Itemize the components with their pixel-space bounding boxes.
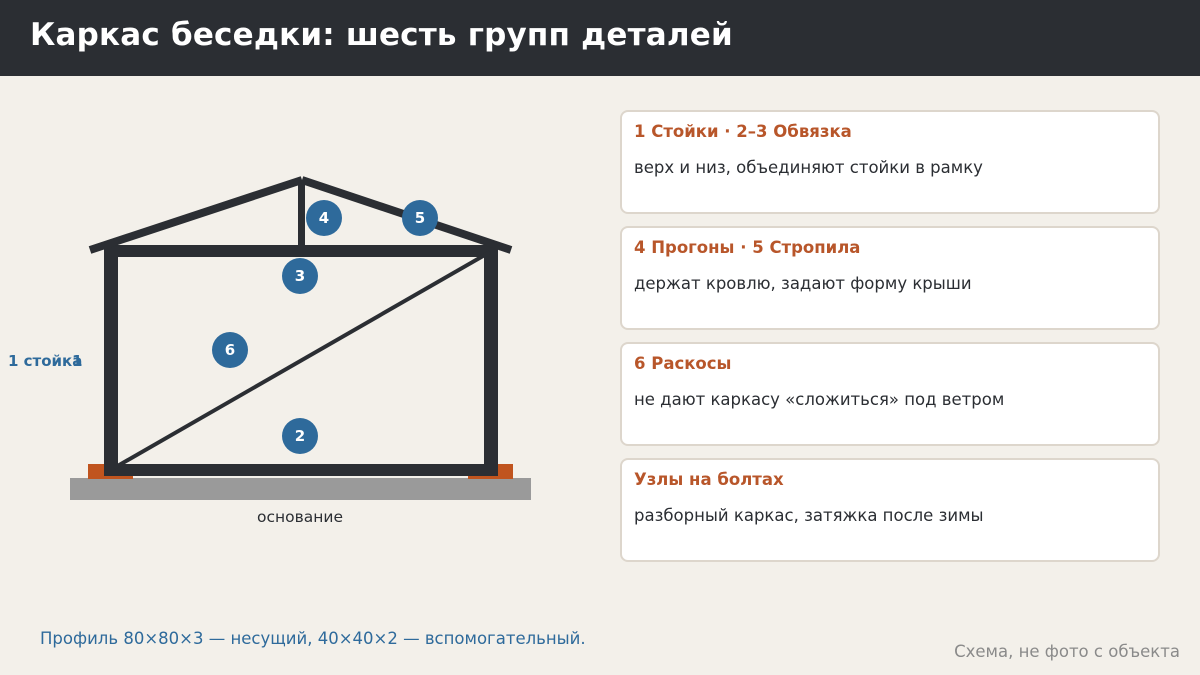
post-left bbox=[104, 245, 118, 474]
bottom-beam bbox=[104, 464, 498, 476]
card-text: держат кровлю, задают форму крыши bbox=[634, 274, 972, 293]
badge-2: 2 bbox=[282, 418, 318, 454]
card-text: разборный каркас, затяжка после зимы bbox=[634, 506, 984, 525]
legend-card-roof: 4 Прогоны · 5 Стропила держат кровлю, за… bbox=[620, 226, 1160, 330]
badge-6: 6 bbox=[212, 332, 248, 368]
badge-label: 4 bbox=[319, 209, 329, 227]
legend-card-bolts: Узлы на болтах разборный каркас, затяжка… bbox=[620, 458, 1160, 562]
card-title: Узлы на болтах bbox=[634, 470, 784, 489]
badge-label: 3 bbox=[295, 267, 305, 285]
diagonal-brace bbox=[113, 250, 491, 470]
card-title: 1 Стойки · 2–3 Обвязка bbox=[634, 122, 852, 141]
foundation-slab bbox=[70, 478, 531, 500]
base-label: основание bbox=[257, 508, 343, 526]
top-beam bbox=[104, 245, 498, 257]
badge-label: 2 bbox=[295, 427, 305, 445]
badge-label: 6 bbox=[225, 341, 235, 359]
frame-diagram: 4 5 3 6 2 1 стойка 1 основание bbox=[8, 176, 531, 526]
rafter-left bbox=[88, 176, 304, 254]
legend-card-posts: 1 Стойки · 2–3 Обвязка верх и низ, объед… bbox=[620, 110, 1160, 214]
header-bar: Каркас беседки: шесть групп деталей bbox=[0, 0, 1200, 76]
profile-note: Профиль 80×80×3 — несущий, 40×40×2 — всп… bbox=[40, 629, 586, 648]
post-number: 1 bbox=[72, 352, 82, 370]
page-title: Каркас беседки: шесть групп деталей bbox=[30, 17, 733, 53]
badge-label: 5 bbox=[415, 209, 425, 227]
schema-caption: Схема, не фото с объекта bbox=[954, 642, 1180, 661]
badge-5: 5 bbox=[402, 200, 438, 236]
king-post bbox=[298, 180, 305, 248]
legend-card-braces: 6 Раскосы не дают каркасу «сложиться» по… bbox=[620, 342, 1160, 446]
card-title: 4 Прогоны · 5 Стропила bbox=[634, 238, 861, 257]
badge-3: 3 bbox=[282, 258, 318, 294]
post-right bbox=[484, 245, 498, 474]
card-text: не дают каркасу «сложиться» под ветром bbox=[634, 390, 1005, 409]
card-title: 6 Раскосы bbox=[634, 354, 732, 373]
badge-4: 4 bbox=[306, 200, 342, 236]
card-text: верх и низ, объединяют стойки в рамку bbox=[634, 158, 983, 177]
post-label: 1 стойка bbox=[8, 352, 82, 370]
